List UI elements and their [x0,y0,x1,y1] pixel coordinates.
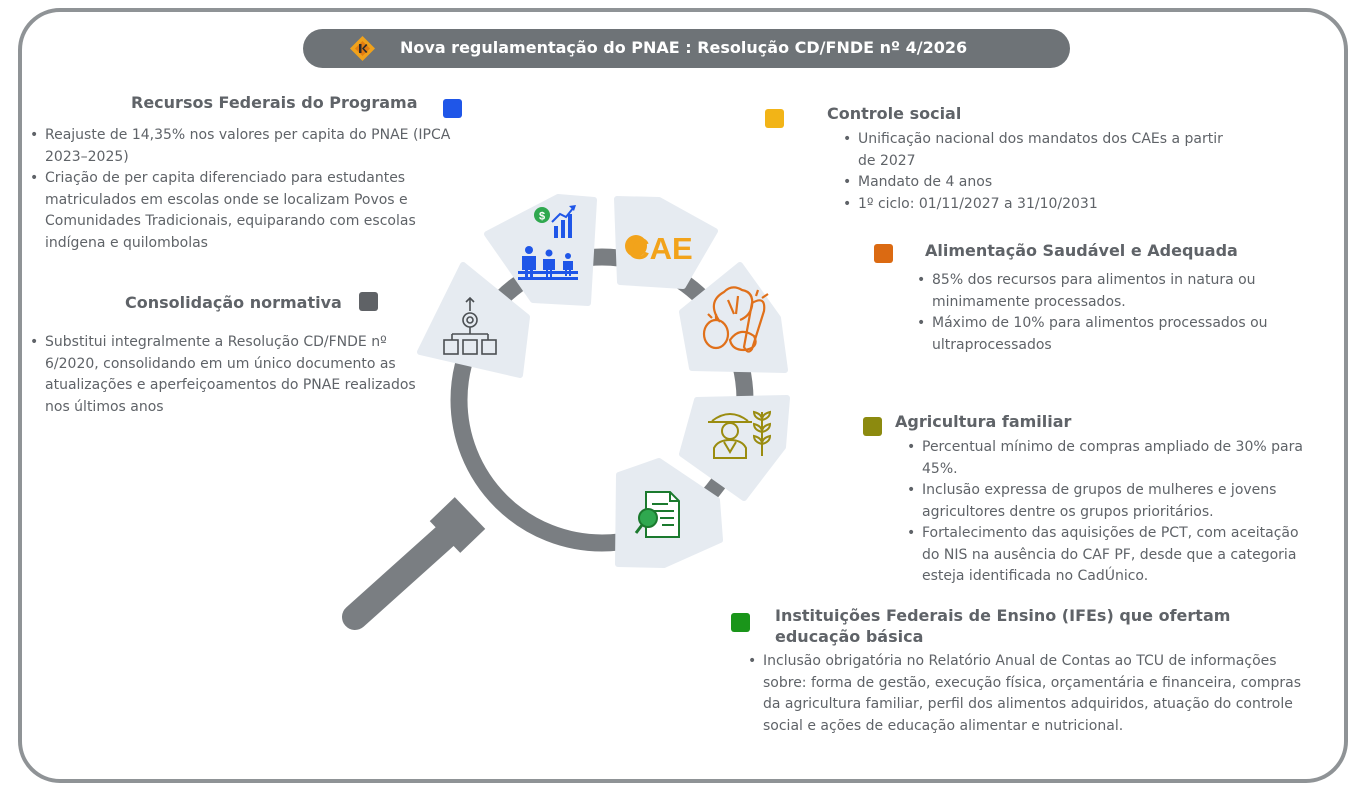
agricultura-title: Agricultura familiar [895,412,1072,431]
funding-students-icon: $ [518,205,578,280]
sector-funding [484,194,597,306]
list-item: Criação de per capita diferenciado para … [30,168,455,254]
cae-label: CAE [627,231,692,266]
ifes-list: Inclusão obrigatória no Relatório Anual … [748,651,1318,737]
list-item: Mandato de 4 anos [843,172,1223,194]
list-item: 1º ciclo: 01/11/2027 a 31/10/2031 [843,194,1223,216]
vegetables-icon [702,286,769,353]
list-item: Inclusão expressa de grupos de mulheres … [907,480,1317,523]
agricultura-marker [863,417,882,436]
alimentacao-list: 85% dos recursos para alimentos in natur… [917,270,1282,356]
sector-cae [614,196,718,289]
controle-marker [765,109,784,128]
list-item: Inclusão obrigatória no Relatório Anual … [748,651,1318,737]
magnifier-neck [429,497,486,553]
list-item: Reajuste de 14,35% nos valores per capit… [30,125,455,168]
list-item: Percentual mínimo de compras ampliado de… [907,437,1317,480]
alimentacao-title: Alimentação Saudável e Adequada [925,241,1238,260]
list-item: Máximo de 10% para alimentos processados… [917,313,1282,356]
list-item: Substitui integralmente a Resolução CD/F… [30,332,418,418]
document-search-icon [634,491,680,538]
ifes-title: Instituições Federais de Ensino (IFEs) q… [775,606,1231,646]
list-item: Fortalecimento das aquisições de PCT, co… [907,523,1317,588]
brand-logo-icon [350,36,375,61]
list-item: Unificação nacional dos mandatos dos CAE… [843,129,1223,172]
controle-title: Controle social [827,104,962,123]
infographic-frame [18,8,1348,783]
svg-text:$: $ [539,211,545,223]
recursos-marker [443,99,462,118]
recursos-title: Recursos Federais do Programa [131,93,418,112]
consolidacao-title: Consolidação normativa [125,293,342,312]
page-title: Nova regulamentação do PNAE : Resolução … [400,38,968,57]
recursos-list: Reajuste de 14,35% nos valores per capit… [30,125,455,254]
sector-food [679,262,788,373]
consolidation-network-icon [443,296,497,355]
alimentacao-marker [874,244,893,263]
magnifier-handle [342,517,465,630]
agricultura-list: Percentual mínimo de compras ampliado de… [907,437,1317,588]
consolidacao-list: Substitui integralmente a Resolução CD/F… [30,332,418,418]
controle-list: Unificação nacional dos mandatos dos CAE… [843,129,1223,215]
consolidacao-marker [359,292,378,311]
cae-icon: CAE [625,231,693,266]
list-item: 85% dos recursos para alimentos in natur… [917,270,1282,313]
sector-agriculture [679,395,790,501]
ifes-marker [731,613,750,632]
title-bar: Nova regulamentação do PNAE : Resolução … [303,29,1070,68]
farmer-wheat-icon [708,410,772,459]
